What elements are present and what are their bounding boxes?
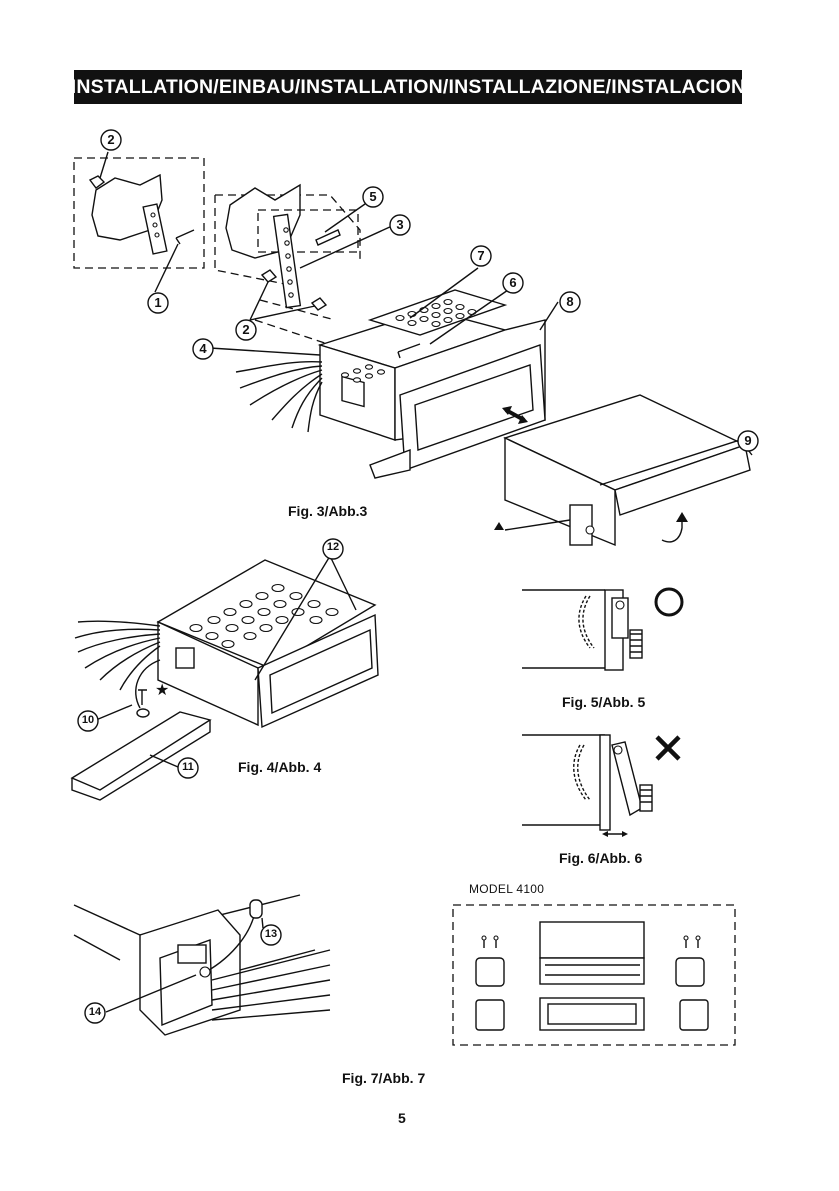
fig5-diagram bbox=[522, 589, 682, 670]
callout-7: 7 bbox=[474, 248, 488, 263]
callout-1: 1 bbox=[151, 295, 165, 310]
screw-1 bbox=[176, 230, 194, 244]
nut-2b bbox=[312, 298, 326, 310]
callout-5: 5 bbox=[366, 189, 380, 204]
model-unit-upper bbox=[540, 922, 644, 958]
callout-8: 8 bbox=[563, 294, 577, 309]
page-number: 5 bbox=[398, 1110, 406, 1126]
star-icon: ★ bbox=[155, 680, 169, 699]
fig5-caption: Fig. 5/Abb. 5 bbox=[562, 694, 645, 710]
nut-2a bbox=[262, 270, 276, 282]
triangle-icon bbox=[494, 522, 504, 530]
callout-12: 12 bbox=[323, 541, 343, 553]
fig4-diagram: ★ bbox=[72, 556, 378, 800]
fig7-caption: Fig. 7/Abb. 7 bbox=[342, 1070, 425, 1086]
fig7-plug bbox=[250, 900, 262, 918]
model-frame bbox=[540, 998, 644, 1030]
fig3-diagram bbox=[74, 152, 752, 545]
circle-icon bbox=[656, 589, 682, 615]
callout-11: 11 bbox=[178, 761, 198, 773]
model-label: MODEL 4100 bbox=[469, 882, 544, 896]
rotate-arrow bbox=[662, 520, 682, 542]
left-release-key bbox=[476, 1000, 504, 1030]
cross-icon bbox=[657, 737, 679, 759]
callout-14: 14 bbox=[85, 1006, 105, 1018]
fig6-caption: Fig. 6/Abb. 6 bbox=[559, 850, 642, 866]
fig6-bracket bbox=[600, 735, 610, 830]
screw-5 bbox=[316, 230, 340, 245]
fig4-caption: Fig. 4/Abb. 4 bbox=[238, 759, 321, 775]
ground-screw bbox=[138, 690, 147, 705]
model-4100-diagram bbox=[453, 905, 735, 1045]
callout-6: 6 bbox=[506, 275, 520, 290]
callout-3: 3 bbox=[393, 217, 407, 232]
fig6-diagram bbox=[522, 735, 679, 837]
wire-harness bbox=[236, 362, 322, 432]
callout-2: 2 bbox=[104, 132, 118, 147]
callout-4: 4 bbox=[196, 341, 210, 356]
callout-2b: 2 bbox=[239, 322, 253, 337]
right-release-key bbox=[680, 1000, 708, 1030]
unit-side-window bbox=[176, 648, 194, 668]
callout-13: 13 bbox=[261, 928, 281, 940]
right-clip bbox=[676, 958, 704, 986]
callout-9: 9 bbox=[741, 433, 755, 448]
callout-10: 10 bbox=[78, 714, 98, 726]
fig4-wires bbox=[75, 621, 160, 690]
release-key bbox=[570, 505, 592, 545]
fig3-caption: Fig. 3/Abb.3 bbox=[288, 503, 367, 519]
fig7-diagram bbox=[74, 895, 330, 1035]
left-clip bbox=[476, 958, 504, 986]
